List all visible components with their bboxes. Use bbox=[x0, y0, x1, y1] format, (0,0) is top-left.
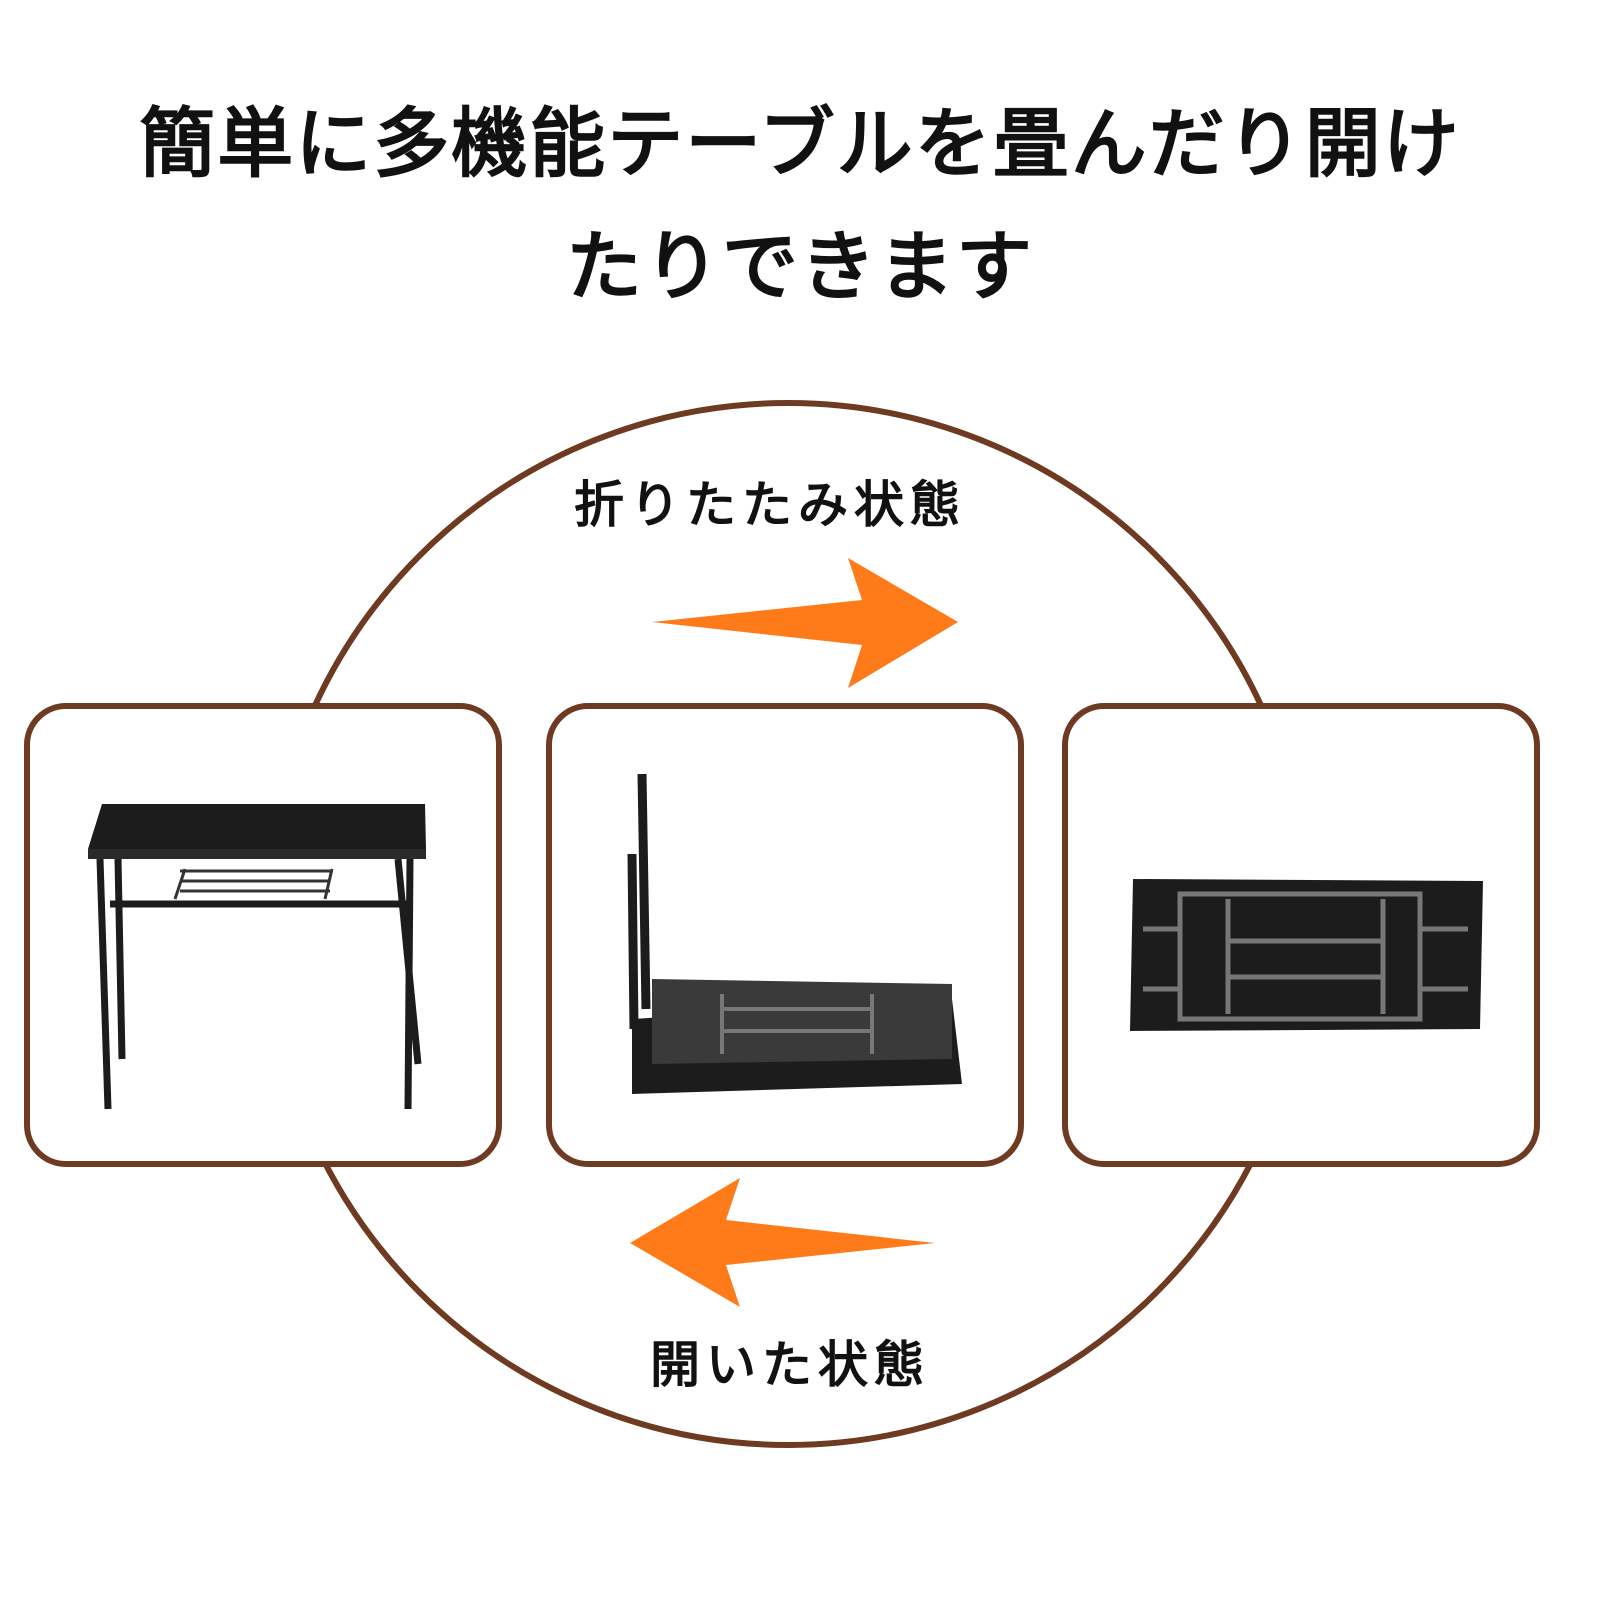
arrow-right-icon bbox=[652, 558, 958, 688]
panel-open-table bbox=[24, 703, 502, 1167]
folded-table-image bbox=[1130, 879, 1483, 1031]
opened-state-label: 開いた状態 bbox=[650, 1335, 930, 1394]
panel-folded-table bbox=[1062, 703, 1540, 1167]
open-table-image bbox=[88, 804, 426, 1110]
folding-table-image bbox=[627, 773, 962, 1094]
arrow-left-icon bbox=[630, 1178, 935, 1307]
folded-state-label: 折りたたみ状態 bbox=[574, 475, 966, 534]
headline-line-2: たりできます bbox=[566, 222, 1034, 311]
headline-line-1: 簡単に多機能テーブルを畳んだり開け bbox=[139, 99, 1461, 188]
panel-folding-table bbox=[546, 703, 1024, 1167]
